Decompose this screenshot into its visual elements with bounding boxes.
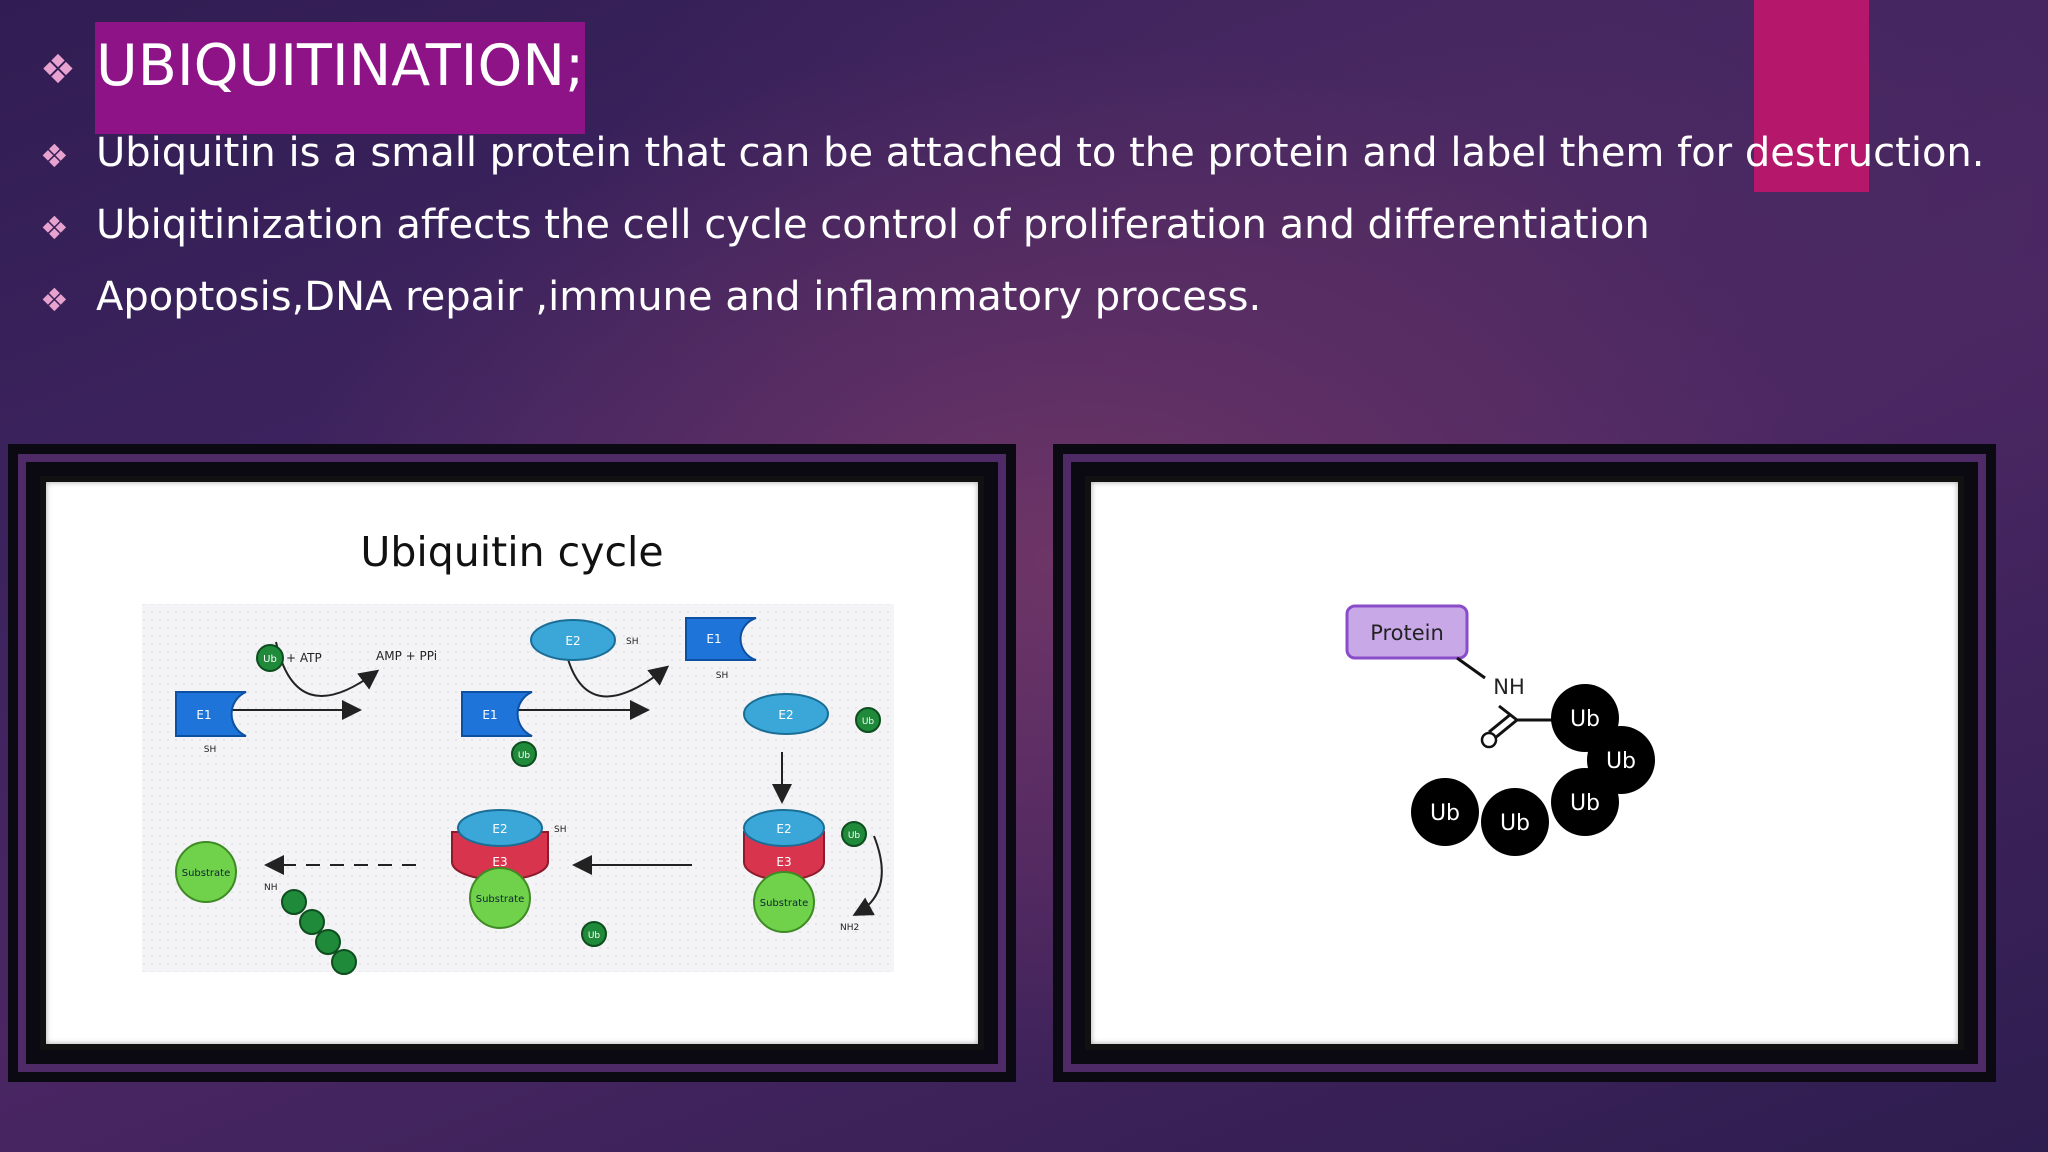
substrate-label: Substrate bbox=[182, 868, 230, 879]
e2-shape bbox=[743, 809, 825, 847]
title-bullet-icon: ❖ bbox=[40, 47, 76, 93]
e2-shape bbox=[743, 693, 829, 735]
oxygen-atom bbox=[1480, 731, 1498, 749]
ub-label: Ub bbox=[1570, 707, 1600, 732]
substrate-circle bbox=[753, 871, 815, 933]
e2-shape bbox=[530, 619, 616, 661]
nh2-label: NH2 bbox=[840, 923, 859, 933]
e1-shape bbox=[461, 691, 533, 737]
ub-circle bbox=[581, 921, 607, 947]
ub-circle bbox=[841, 821, 867, 847]
bullet-icon: ❖ bbox=[40, 209, 69, 247]
e1-shape bbox=[685, 617, 757, 661]
ubiquitin-cycle-diagram: Ubiquitin cycle + ATP AMP + PPi Ub bbox=[142, 528, 894, 975]
bond-line bbox=[1498, 704, 1518, 722]
atp-label: + ATP bbox=[286, 651, 322, 665]
ub-label: Ub bbox=[1606, 749, 1636, 774]
bullet-text-1: Ubiquitin is a small protein that can be… bbox=[96, 130, 1985, 176]
left-figure-canvas: Ubiquitin cycle + ATP AMP + PPi Ub bbox=[40, 476, 984, 1050]
substrate-label: Substrate bbox=[760, 898, 808, 909]
ub-label: Ub bbox=[263, 654, 277, 665]
e2-shape bbox=[457, 809, 543, 847]
e1-label: E1 bbox=[706, 632, 721, 646]
substrate-label: Substrate bbox=[476, 894, 524, 905]
bullet-icon: ❖ bbox=[40, 137, 69, 175]
bullet-icon: ❖ bbox=[40, 281, 69, 319]
ub-label: Ub bbox=[1500, 811, 1530, 836]
right-figure-frame: Protein NH Ub Ub Ub Ub Ub bbox=[1053, 444, 1996, 1082]
double-bond bbox=[1494, 718, 1518, 740]
sh-label: SH bbox=[554, 825, 566, 835]
transfer-arc bbox=[852, 835, 883, 916]
ub-circle bbox=[331, 949, 357, 975]
e2-arc bbox=[565, 651, 670, 698]
ub-label: Ub bbox=[1570, 791, 1600, 816]
ub-circle bbox=[1481, 788, 1549, 856]
ub-circle bbox=[315, 929, 341, 955]
e2-label: E2 bbox=[776, 822, 791, 836]
ub-circle bbox=[256, 644, 284, 672]
sh-label: SH bbox=[626, 637, 638, 647]
protein-box bbox=[1345, 604, 1469, 660]
double-bond bbox=[1488, 712, 1512, 734]
ub-circle bbox=[855, 707, 881, 733]
e1-label: E1 bbox=[196, 708, 211, 722]
nh-label: NH bbox=[1493, 675, 1525, 699]
ub-circle bbox=[1551, 768, 1619, 836]
ub-circle bbox=[511, 741, 537, 767]
slide-title: UBIQUITINATION; bbox=[96, 33, 585, 99]
ub-label: Ub bbox=[518, 751, 531, 761]
frame-border: Protein NH Ub Ub Ub Ub Ub bbox=[1063, 454, 1986, 1072]
ub-label: Ub bbox=[1430, 801, 1460, 826]
ub-label: Ub bbox=[848, 831, 861, 841]
sh-label: SH bbox=[716, 671, 728, 681]
bond-line bbox=[1456, 656, 1486, 680]
accent-bar bbox=[1754, 0, 1869, 192]
e3-label: E3 bbox=[492, 855, 507, 869]
e2-label: E2 bbox=[778, 708, 793, 722]
ub-circle bbox=[299, 909, 325, 935]
substrate-circle bbox=[175, 841, 237, 903]
polyubiquitin-diagram: Protein NH Ub Ub Ub Ub Ub bbox=[1345, 604, 1655, 856]
e1-label: E1 bbox=[482, 708, 497, 722]
ub-label: Ub bbox=[862, 717, 875, 727]
ub-label: Ub bbox=[588, 931, 601, 941]
protein-label: Protein bbox=[1370, 621, 1444, 645]
bullet-text-3: Apoptosis,DNA repair ,immune and inflamm… bbox=[96, 274, 1262, 320]
cycle-title: Ubiquitin cycle bbox=[360, 528, 663, 576]
frame-border: Ubiquitin cycle + ATP AMP + PPi Ub bbox=[18, 454, 1006, 1072]
title-highlight bbox=[95, 22, 585, 134]
e3-label: E3 bbox=[776, 855, 791, 869]
left-figure-frame: Ubiquitin cycle + ATP AMP + PPi Ub bbox=[8, 444, 1016, 1082]
substrate-circle bbox=[469, 867, 531, 929]
amp-label: AMP + PPi bbox=[376, 649, 437, 663]
nh-label: NH bbox=[264, 883, 278, 893]
ub-circle bbox=[1411, 778, 1479, 846]
right-figure-canvas: Protein NH Ub Ub Ub Ub Ub bbox=[1085, 476, 1964, 1050]
e1-shape bbox=[175, 691, 247, 737]
e2-label: E2 bbox=[492, 822, 507, 836]
bullet-text-2: Ubiqitinization affects the cell cycle c… bbox=[96, 202, 1650, 248]
sh-label: SH bbox=[204, 745, 216, 755]
ub-circle bbox=[281, 889, 307, 915]
e2-label: E2 bbox=[565, 634, 580, 648]
